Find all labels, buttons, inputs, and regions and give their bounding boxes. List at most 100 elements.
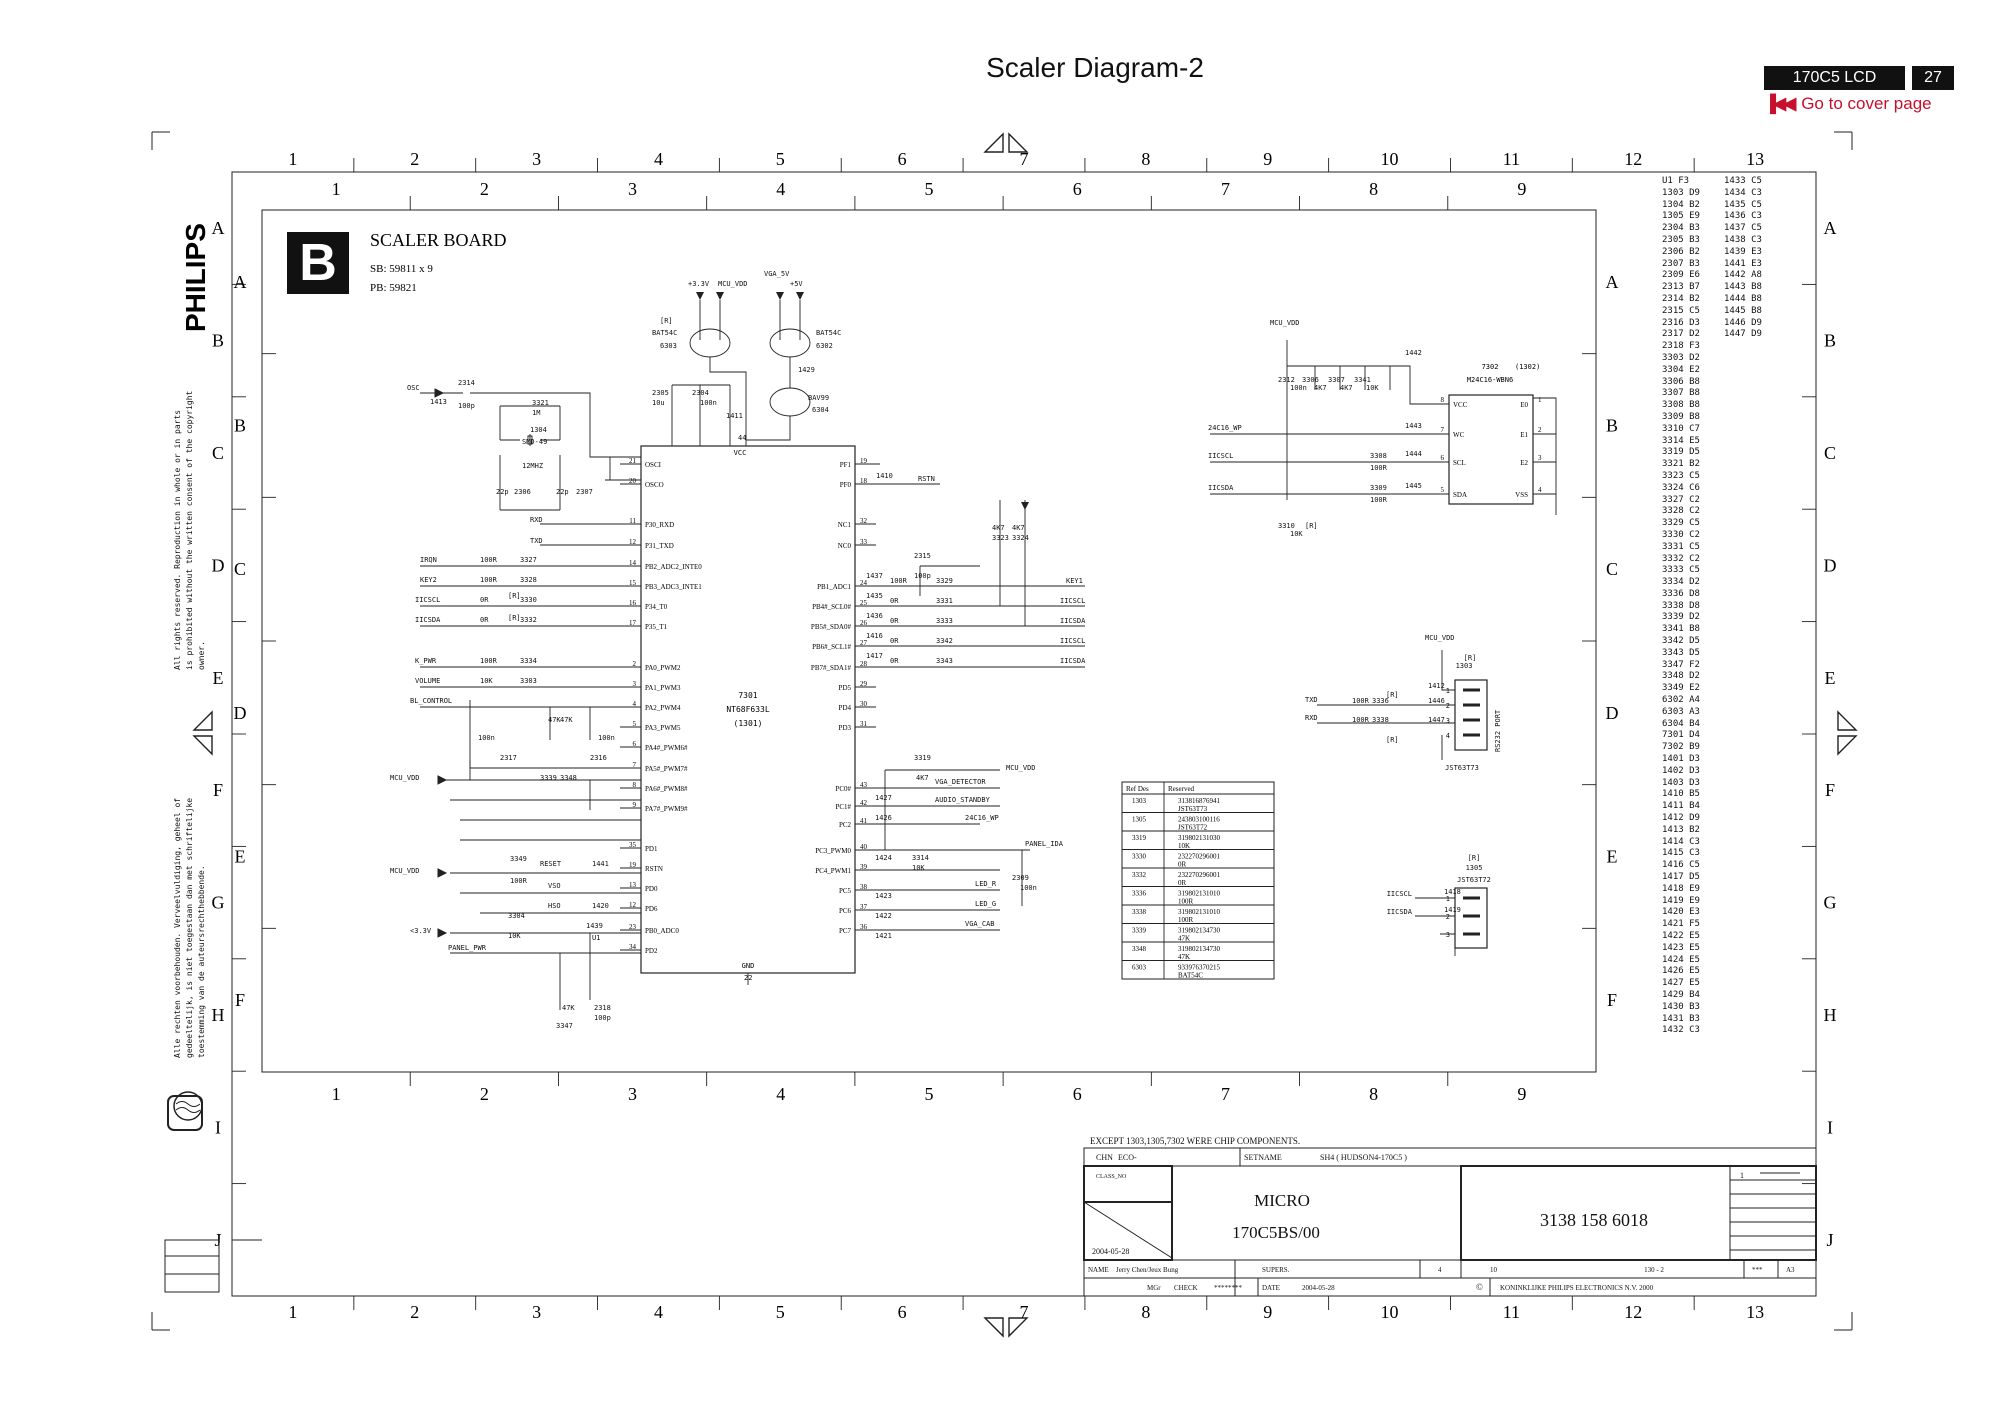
net-label: IICSCL — [1387, 890, 1412, 898]
ic-pin-name: PD6 — [645, 905, 658, 913]
part-label: 100p — [458, 402, 475, 410]
grid-col-label: 3 — [532, 149, 541, 169]
ic-pin-name: P34_T0 — [645, 603, 668, 611]
table-cell-code: 933976370215 — [1178, 964, 1221, 972]
ic-pin-number: 11 — [629, 517, 636, 525]
crop-mark — [1834, 131, 1853, 150]
part-label: 0R — [890, 637, 899, 645]
ic-pin-number: 40 — [860, 843, 868, 851]
part-label: 1M — [532, 409, 540, 417]
part-label: 4K7 — [916, 774, 929, 782]
title-block-date-label: DATE — [1262, 1284, 1280, 1292]
part-label: 100p — [914, 572, 931, 580]
ic-pin-name: P35_T1 — [645, 623, 668, 631]
title-block-setname: SH4 ( HUDSON4-170C5 ) — [1320, 1153, 1407, 1162]
part-label: 100R — [890, 577, 908, 585]
part-label: 0R — [890, 597, 899, 605]
table-header: Ref Des — [1126, 785, 1149, 793]
ic-pin-number: 12 — [629, 538, 637, 546]
copyright-nl-1: Alle rechten voorbehouden. Verveelvuldig… — [173, 798, 182, 1058]
eeprom-pin-number: 1 — [1538, 396, 1542, 404]
part-label: 3310 — [1278, 522, 1295, 530]
grid-row-label: C — [234, 559, 246, 579]
grid-col-label: 9 — [1517, 179, 1526, 199]
crop-mark — [1834, 1312, 1853, 1331]
part-label: 1429 — [798, 366, 815, 374]
ic-pin-number: 27 — [860, 639, 868, 647]
grid-row-label: B — [1606, 416, 1618, 436]
net-label: MCU_VDD — [1425, 634, 1455, 642]
part-label: 3343 — [936, 657, 953, 665]
eeprom-part: M24C16-WBN6 — [1467, 376, 1513, 384]
ic-pin-name: PD1 — [645, 845, 658, 853]
port-label: [R] — [1468, 854, 1481, 862]
grid-row-label: F — [1607, 990, 1617, 1010]
part-label: 2305 — [652, 389, 669, 397]
ic-pin-number: 3 — [633, 680, 637, 688]
grid-col-label: 2 — [480, 179, 489, 199]
grid-row-label: B — [1824, 331, 1836, 351]
ic-pin-name: NC1 — [838, 521, 852, 529]
board-letter: B — [299, 234, 337, 292]
grid-row-label: A — [1824, 218, 1837, 238]
table-cell-value: JST63T73 — [1178, 805, 1208, 813]
net-label: RESET — [540, 860, 562, 868]
net-label: <3.3V — [410, 927, 432, 935]
ic-pin-name: PC3_PWM0 — [815, 847, 851, 855]
title-block-doc-number: 3138 158 6018 — [1540, 1210, 1648, 1230]
grid-col-label: 2 — [410, 1302, 419, 1322]
ic-pin-number: 21 — [629, 457, 637, 465]
part-label: 3333 — [936, 617, 953, 625]
part-label: 1412 — [1428, 682, 1445, 690]
ic-pin-name: PC7 — [839, 927, 852, 935]
grid-row-label: B — [212, 331, 224, 351]
net-label: KEY2 — [420, 576, 437, 584]
eeprom-ref: 7302 — [1482, 363, 1499, 371]
part-label: 100n — [700, 399, 717, 407]
orientation-triangle — [1837, 710, 1858, 731]
part-label: 2317 — [500, 754, 517, 762]
go-to-cover-link[interactable]: ▐◀◀Go to cover page — [1764, 94, 1932, 114]
part-label: VGA_5V — [764, 270, 790, 278]
part-label: 3321 — [532, 399, 549, 407]
grid-col-label: 10 — [1381, 149, 1399, 169]
grid-col-label: 6 — [898, 1302, 907, 1322]
part-label: [R] — [508, 614, 521, 622]
ic-pin-name: PD3 — [839, 724, 852, 732]
page-number-badge: 27 — [1912, 66, 1954, 90]
part-label: 1446 — [1428, 697, 1445, 705]
eeprom-pin-number: 6 — [1441, 454, 1445, 462]
grid-row-label: G — [1824, 893, 1837, 913]
port-pin-number: 3 — [1446, 931, 1450, 939]
part-label: 3341 — [1354, 376, 1371, 384]
ic-pin-name: PB2_ADC2_INTE0 — [645, 563, 702, 571]
table-cell-ref: 3338 — [1132, 908, 1147, 916]
port-ref: 1305 — [1466, 864, 1483, 872]
part-label: 3347 — [556, 1022, 573, 1030]
part-label: 100R — [510, 877, 528, 885]
table-cell-value: 0R — [1178, 879, 1187, 887]
table-cell-ref: 3348 — [1132, 945, 1147, 953]
part-label: 3309 — [1370, 484, 1387, 492]
ic-pin-number: 19 — [860, 457, 868, 465]
part-label: 12MHZ — [522, 462, 543, 470]
ic-pin-name: PA0_PWM2 — [645, 664, 681, 672]
part-label: 22 — [744, 974, 752, 982]
ic-pin-number: 41 — [860, 817, 868, 825]
title-block-col4: 4 — [1438, 1266, 1442, 1274]
rewind-icon: ▐◀◀ — [1764, 94, 1796, 113]
table-cell-ref: 1303 — [1132, 797, 1147, 805]
table-cell-code: 319802131030 — [1178, 834, 1221, 842]
board-logo — [287, 232, 349, 294]
part-label: 1419 — [1444, 906, 1461, 914]
net-label: LED_G — [975, 900, 996, 908]
part-label: 100n — [1290, 384, 1307, 392]
copyright-en-3: owner. — [197, 641, 206, 670]
part-label: 3319 — [914, 754, 931, 762]
ic-pin-name: OSCI — [645, 461, 662, 469]
grid-col-label: 5 — [776, 149, 785, 169]
table-cell-ref: 1305 — [1132, 816, 1147, 824]
title-block-name: Jerry Chen/Jeux Bung — [1116, 1266, 1179, 1274]
part-label: 0R — [480, 616, 489, 624]
ic-7301-gnd: GND — [742, 962, 755, 970]
